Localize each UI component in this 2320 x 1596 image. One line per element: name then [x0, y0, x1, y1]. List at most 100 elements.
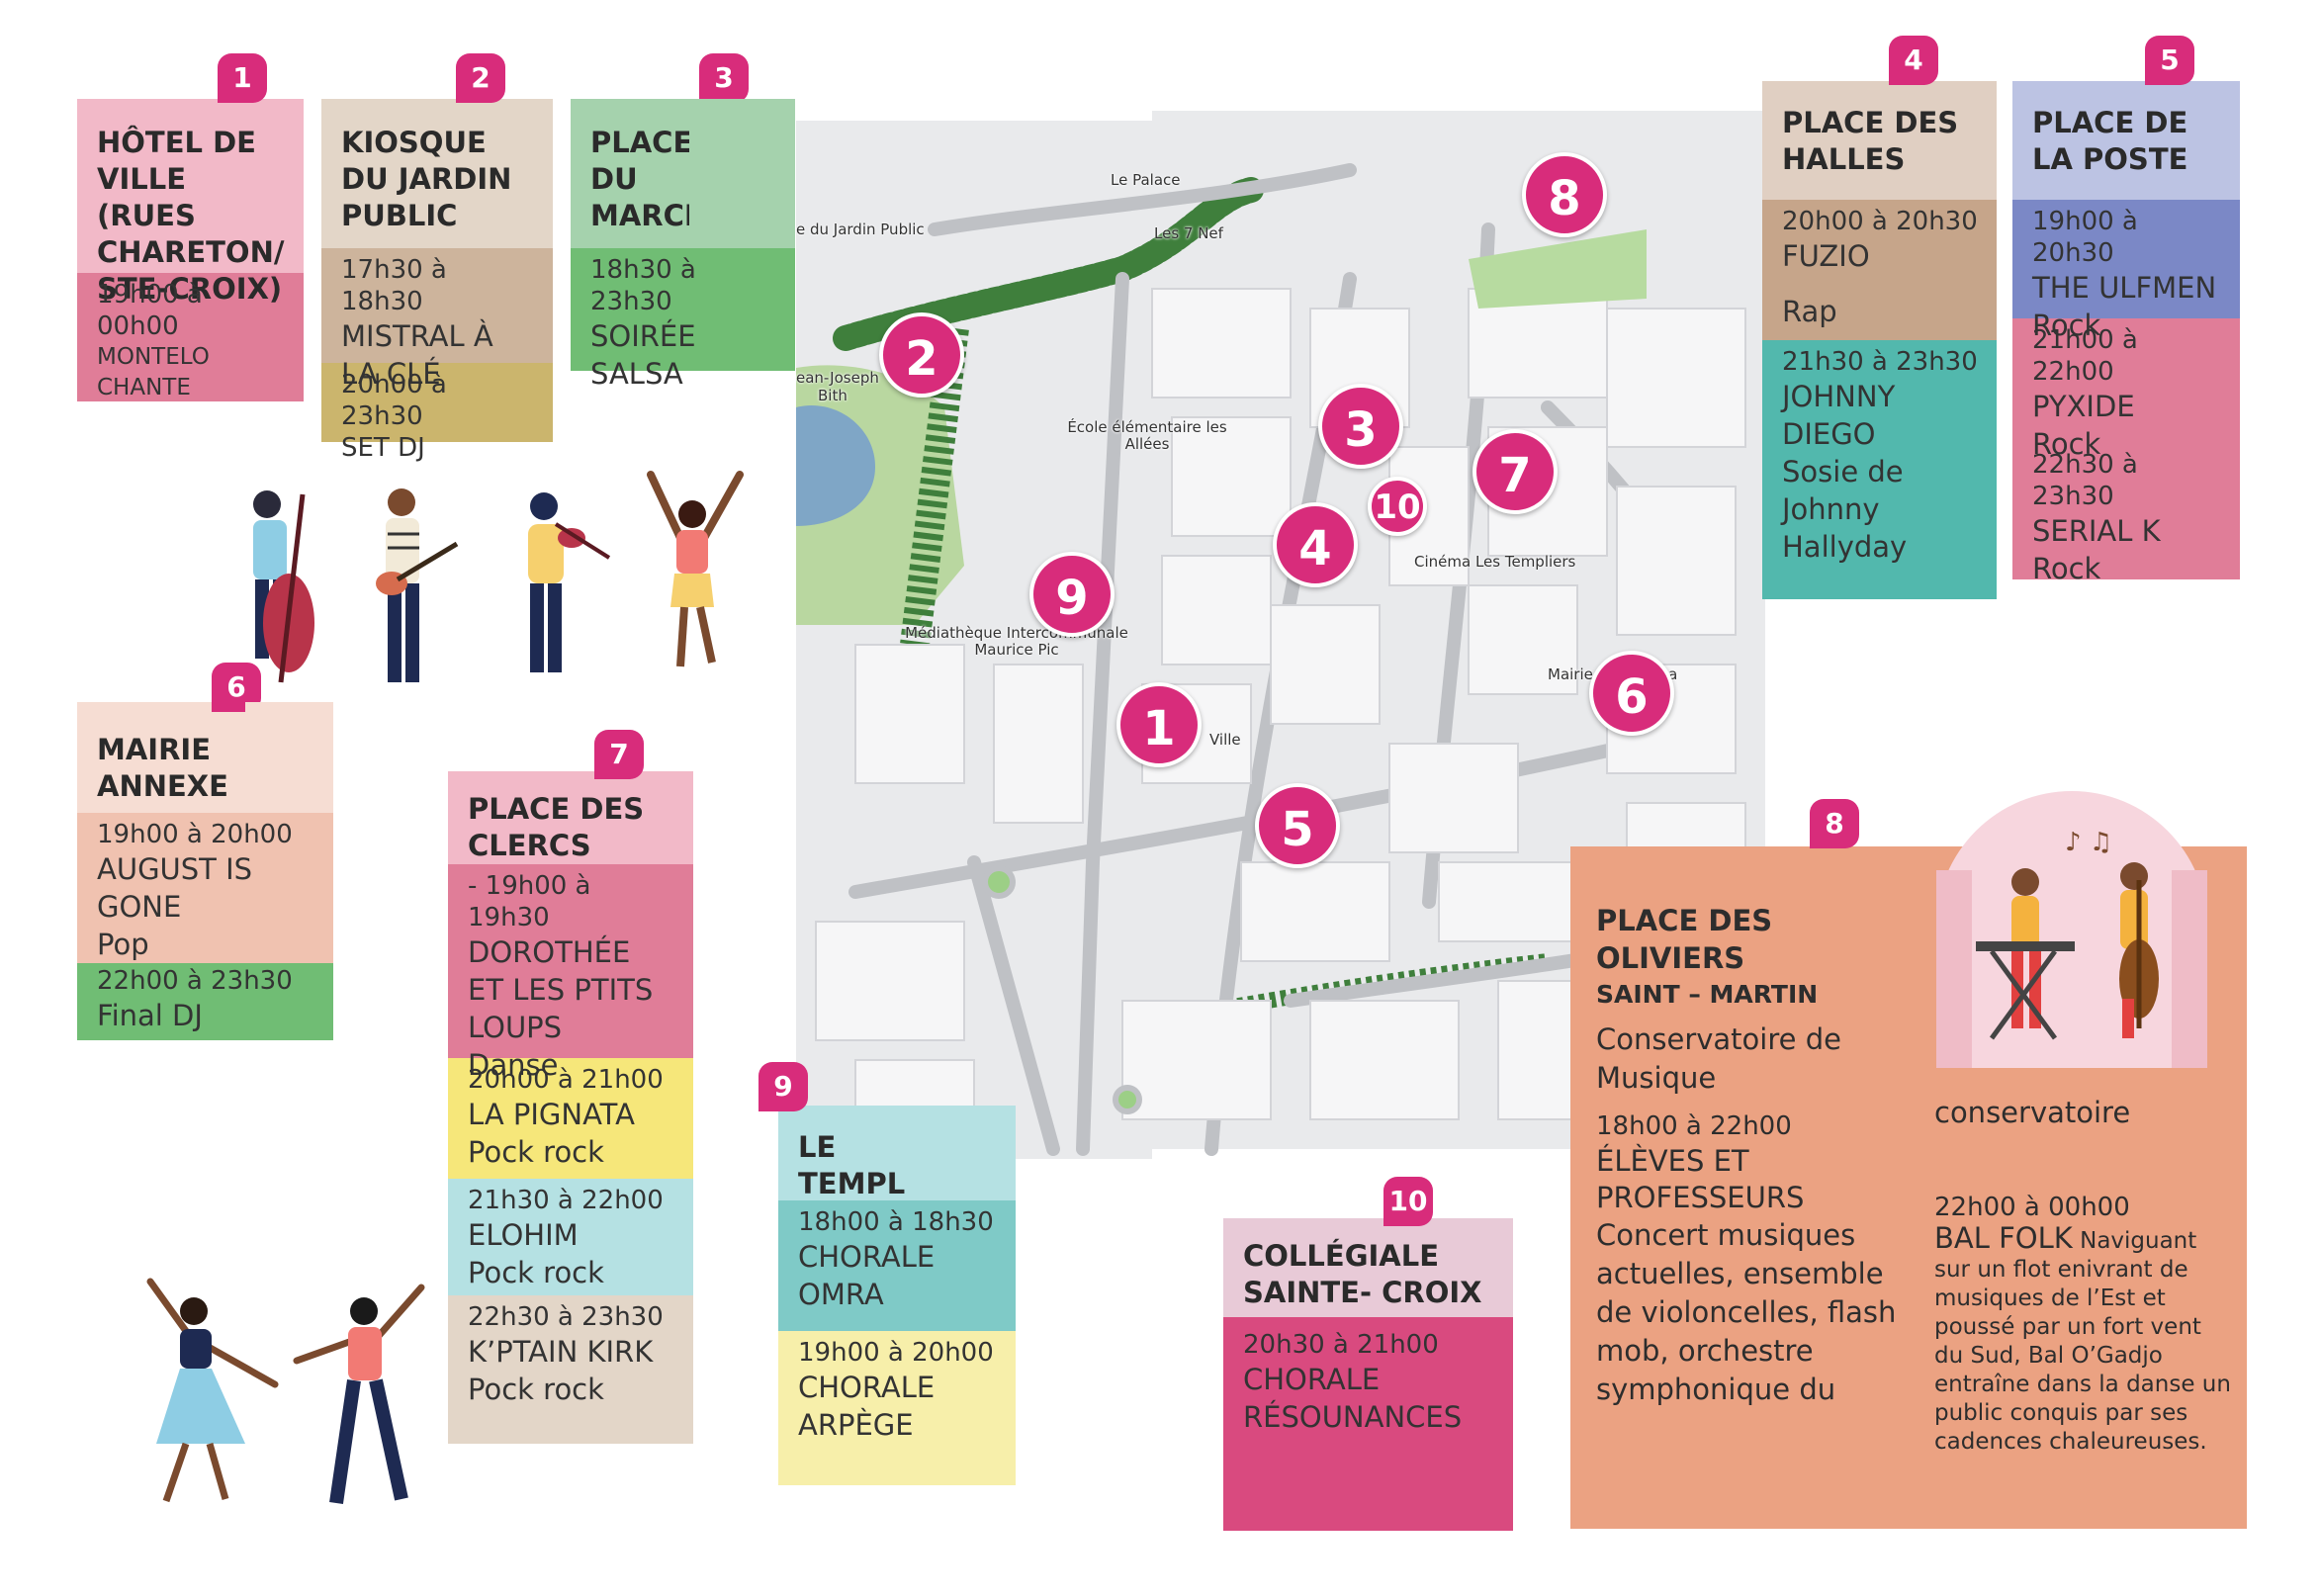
- event-name: ÉLÈVES ET PROFESSEURS: [1596, 1144, 1805, 1214]
- event-genre: Rock: [2032, 427, 2101, 461]
- venue-8-right-column: conservatoire 22h00 à 00h00 BAL FOLK Nav…: [1934, 1094, 2231, 1457]
- event-genre: Concert musiques actuelles, ensemble de …: [1596, 1218, 1897, 1406]
- map-background: [796, 111, 1765, 1159]
- musicians-drawing: ♪ ♫: [1936, 828, 2207, 1068]
- event-name: JOHNNY DIEGO: [1782, 380, 1896, 451]
- event-name: SERIAL K: [2032, 514, 2161, 548]
- map-marker-2[interactable]: 2: [879, 312, 964, 398]
- title-fill: [689, 99, 795, 248]
- venue-card-7: 7 PLACE DES CLERCS - 19h00 à 19h30 DOROT…: [448, 730, 693, 1444]
- map-marker-8[interactable]: 8: [1522, 152, 1607, 237]
- venue-number-badge: 7: [594, 730, 644, 779]
- event-slot: - 19h00 à 19h30 DOROTHÉE ET LES PTITS LO…: [448, 864, 693, 1082]
- event-name: K’PTAIN KIRK: [468, 1335, 654, 1369]
- venue-title: MAIRIE ANNEXE: [77, 702, 245, 813]
- event-name: conservatoire: [1934, 1096, 2131, 1129]
- event-slot: 21h30 à 22h00 ELOHIM Pock rock: [448, 1179, 693, 1295]
- event-slot: 18h30 à 23h30 SOIRÉE SALSA: [571, 248, 795, 391]
- venue-card-2: 2 KIOSQUE DU JARDIN PUBLIC 17h30 à 18h30…: [321, 53, 553, 463]
- map-label-cinema: Cinéma Les Templiers: [1414, 553, 1576, 571]
- venue-card-3: 3 PLACE DU MARCHÉ 18h30 à 23h30 SOIRÉE S…: [571, 53, 795, 391]
- map-marker-4[interactable]: 4: [1273, 502, 1358, 587]
- map-label-ville: Ville: [1209, 731, 1241, 749]
- event-genre: Rap: [1782, 295, 1837, 328]
- map-marker-3[interactable]: 3: [1318, 384, 1403, 469]
- event-time: 19h00 à 20h30: [2032, 207, 2138, 268]
- event-name: ELOHIM: [468, 1218, 579, 1252]
- venue-card-8: 8 PLACE DES OLIVIERS SAINT – MARTIN Cons…: [1570, 791, 2247, 1529]
- event-name: LA PIGNATA: [468, 1098, 635, 1131]
- city-map[interactable]: e du Jardin Public Le Palace Les 7 Nef e…: [796, 111, 1765, 1159]
- event-slot: 18h00 à 18h30 CHORALE OMRA: [778, 1200, 1016, 1331]
- event-time: 22h30 à 23h30: [468, 1302, 664, 1332]
- dancing-woman-illustration: [647, 471, 744, 667]
- double-bass-player-illustration: [253, 490, 314, 683]
- violin-player-illustration: [528, 492, 611, 672]
- event-name: Conservatoire de Musique: [1596, 1022, 1841, 1095]
- venue-card-6: 6 MAIRIE ANNEXE 19h00 à 20h00 AUGUST IS …: [77, 663, 333, 1040]
- venue-number-badge: 9: [758, 1062, 808, 1111]
- map-marker-10[interactable]: 10: [1368, 477, 1427, 536]
- event-genre: Rock: [2032, 552, 2101, 585]
- event-time: 20h00 à 21h00: [468, 1065, 664, 1095]
- title-fill: [245, 702, 333, 813]
- map-label-jean-joseph: ean-Joseph: [796, 369, 879, 387]
- event-slot: 22h00 à 23h30 Final DJ: [77, 963, 333, 1040]
- event-slot: 20h00 à 21h00 LA PIGNATA Pock rock: [448, 1058, 693, 1179]
- event-name: CHORALE OMRA: [798, 1240, 936, 1311]
- event-name: THE ULFMEN: [2032, 271, 2217, 305]
- event-time: 20h00 à 23h30: [341, 370, 447, 431]
- event-genre: Pock rock: [468, 1256, 604, 1289]
- map-marker-6[interactable]: 6: [1589, 651, 1674, 736]
- event-slot: 22h30 à 23h30 SERIAL K Rock: [2012, 443, 2240, 585]
- title-fill: [907, 1106, 1016, 1200]
- event-name: FUZIO: [1782, 239, 1870, 273]
- event-time: 20h00 à 20h30: [1782, 207, 1978, 236]
- event-slot: 17h30 à 18h30 MISTRAL À LA CLÉ: [321, 248, 553, 391]
- event-slot: 21h00 à 22h00 PYXIDE Rock: [2012, 318, 2240, 461]
- event-genre: Pop: [97, 928, 149, 961]
- event-genre: Pock rock: [468, 1135, 604, 1169]
- map-marker-9[interactable]: 9: [1029, 552, 1115, 637]
- map-marker-7[interactable]: 7: [1472, 429, 1558, 514]
- event-time: 21h30 à 23h30: [1782, 347, 1978, 377]
- guitar-player-illustration: [376, 488, 459, 682]
- map-label-les7nef: Les 7 Nef: [1154, 224, 1223, 242]
- event-slot: 20h00 à 23h30 SET DJ: [321, 363, 553, 463]
- event-slot: 19h00 à 00h00 MONTELO CHANTE: [77, 273, 304, 401]
- venue-card-4: 4 PLACE DES HALLES 20h00 à 20h30 FUZIO R…: [1762, 36, 1997, 599]
- map-marker-1[interactable]: 1: [1116, 682, 1202, 767]
- venue-number-badge: 3: [699, 53, 749, 103]
- event-time: 18h00 à 18h30: [798, 1207, 994, 1237]
- event-slot: 21h30 à 23h30 JOHNNY DIEGO Sosie de John…: [1762, 340, 1997, 599]
- event-time: 19h00 à 20h00: [97, 820, 293, 849]
- event-slot: 22h30 à 23h30 K’PTAIN KIRK Pock rock: [448, 1295, 693, 1444]
- venue-card-1: 1 HÔTEL DE VILLE (RUES CHARETON/ STE-CRO…: [77, 53, 304, 401]
- map-label-jardin: e du Jardin Public: [796, 221, 925, 238]
- event-name: MISTRAL À LA CLÉ: [341, 319, 493, 391]
- map-label-bith: Bith: [818, 387, 848, 404]
- event-time: 21h30 à 22h00: [468, 1186, 664, 1215]
- dancing-woman-blue-dress-illustration: [146, 1278, 279, 1503]
- event-name: SOIRÉE SALSA: [590, 319, 696, 391]
- event-time: 18h30 à 23h30: [590, 255, 696, 316]
- venue-title: KIOSQUE DU JARDIN PUBLIC: [321, 99, 553, 248]
- event-slot: 20h30 à 21h00 CHORALE RÉSOUNANCES: [1223, 1317, 1513, 1531]
- venue-8-left-column: PLACE DES OLIVIERS SAINT – MARTIN Conser…: [1596, 902, 1932, 1409]
- venue-title: PLACE DES HALLES: [1762, 81, 1997, 200]
- event-description: BAL FOLK Naviguant sur un flot enivrant …: [1934, 1224, 2231, 1457]
- venue-title: PLACE DU MARCHÉ: [571, 99, 728, 248]
- event-slot: 19h00 à 20h00 AUGUST IS GONE Pop: [77, 813, 333, 963]
- event-time: 18h00 à 22h00: [1596, 1111, 1792, 1141]
- event-slot: 19h00 à 20h30 THE ULFMEN Rock: [2012, 200, 2240, 342]
- map-marker-5[interactable]: 5: [1255, 783, 1340, 868]
- event-name: BAL FOLK: [1934, 1221, 2073, 1255]
- venue-subtitle: SAINT – MARTIN: [1596, 980, 1819, 1009]
- venue-title: PLACE DES OLIVIERS: [1596, 904, 1773, 975]
- map-label-ecole: École élémentaire les Allées: [1067, 418, 1227, 453]
- event-time: 22h00 à 23h30: [97, 966, 293, 996]
- venue-number-badge: 2: [456, 53, 505, 103]
- event-genre: Rock: [2032, 309, 2101, 342]
- map-label-mediatheque: Médiathèque Intercommunale Maurice Pic: [905, 624, 1128, 659]
- venue-title: PLACE DES CLERCS: [448, 771, 693, 864]
